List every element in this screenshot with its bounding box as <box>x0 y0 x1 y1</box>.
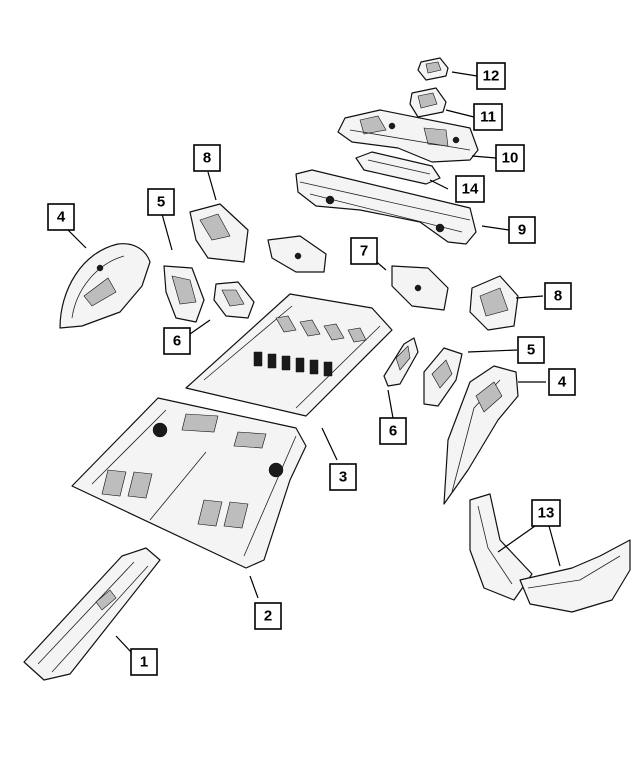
part-3-rear-floor-pan <box>185 293 393 417</box>
callout-10: 10 <box>495 144 525 172</box>
part-8-left-bracket <box>189 203 249 263</box>
part-12-bracket <box>417 57 449 81</box>
callout-5-right-label: 5 <box>527 342 535 359</box>
callout-6-left: 6 <box>163 327 191 355</box>
callout-4-right: 4 <box>548 368 576 396</box>
part-5-left-bracket <box>163 265 205 323</box>
part-6-right-bracket <box>383 337 419 387</box>
callout-4-right-label: 4 <box>558 374 567 391</box>
callout-9: 9 <box>508 216 536 244</box>
callout-2: 2 <box>254 602 282 630</box>
callout-13-label: 13 <box>538 505 555 522</box>
part-9-crossmember <box>295 169 477 245</box>
callout-1-label: 1 <box>140 654 148 671</box>
callout-5-right: 5 <box>517 336 545 364</box>
part-5-right-bracket <box>423 347 463 407</box>
callout-3: 3 <box>329 463 357 491</box>
callout-8-right-label: 8 <box>554 288 562 305</box>
callout-4-left: 4 <box>47 203 75 231</box>
part-1-sill-rail <box>23 547 161 681</box>
callout-6-right-label: 6 <box>389 423 397 440</box>
part-4-right-wheelhouse <box>443 365 519 505</box>
leader-lines <box>67 71 561 653</box>
part-8-right-bracket <box>469 275 519 331</box>
part-7-left-panel <box>267 235 327 273</box>
callout-1: 1 <box>130 648 158 676</box>
callout-12-label: 12 <box>483 68 500 85</box>
callout-12: 12 <box>476 62 506 90</box>
part-13-liner-right <box>519 539 631 613</box>
callout-11-label: 11 <box>480 109 496 126</box>
part-10-rear-panel <box>337 109 479 163</box>
part-4-left-wheelhouse <box>59 243 151 329</box>
callout-10-label: 10 <box>502 150 519 167</box>
callout-9-label: 9 <box>518 222 526 239</box>
callout-7-label: 7 <box>360 243 368 260</box>
callout-3-label: 3 <box>339 469 347 486</box>
callout-2-label: 2 <box>264 608 272 625</box>
callout-14: 14 <box>455 175 485 203</box>
callout-8-left: 8 <box>193 144 221 172</box>
part-6-left-bracket <box>213 281 255 319</box>
callout-7: 7 <box>350 237 378 265</box>
callout-6-right: 6 <box>379 417 407 445</box>
callout-6-left-label: 6 <box>173 333 181 350</box>
callout-14-label: 14 <box>462 181 479 198</box>
part-11-bracket <box>409 87 447 118</box>
part-14-reinforcement <box>355 151 441 185</box>
part-7-right-panel <box>391 265 449 311</box>
callout-4-left-label: 4 <box>57 209 66 226</box>
callout-13: 13 <box>531 499 561 527</box>
part-2-front-floor-pan <box>71 397 307 569</box>
callout-11: 11 <box>473 103 503 131</box>
callout-8-right: 8 <box>544 282 572 310</box>
callout-5-left: 5 <box>147 188 175 216</box>
callout-5-left-label: 5 <box>157 194 165 211</box>
callout-8-left-label: 8 <box>203 150 211 167</box>
